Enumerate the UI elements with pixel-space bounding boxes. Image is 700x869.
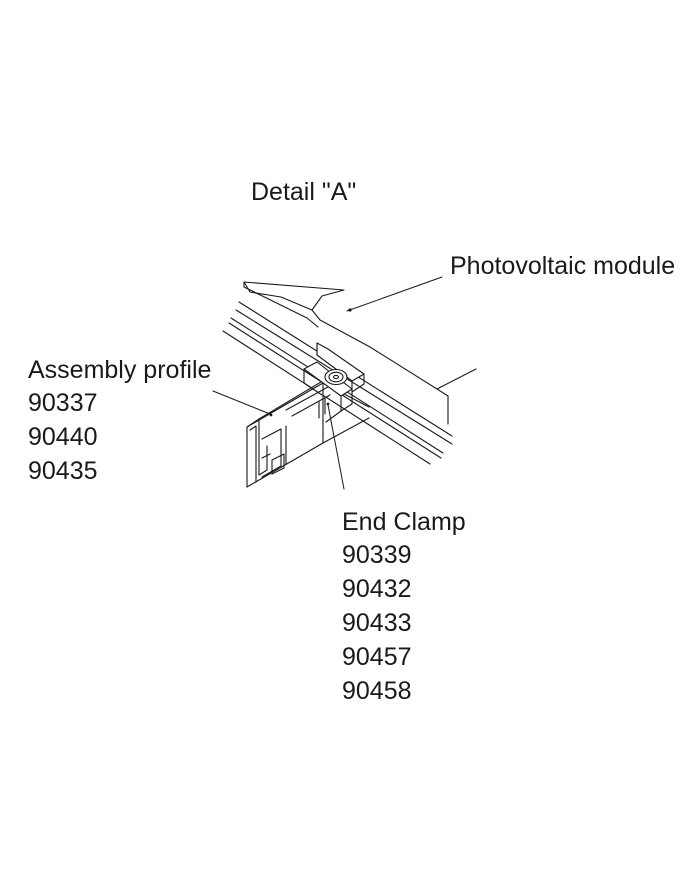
assembly-profile-codes: 90337 90440 90435 [28,386,98,488]
assembly-profile-leader [212,390,271,415]
end-clamp-code: 90433 [342,609,412,637]
end-clamp-codes: 90339 90432 90433 90457 90458 [342,538,412,708]
end-clamp-code: 90339 [342,541,412,569]
assembly-profile-rail [246,375,370,488]
assembly-profile-label: Assembly profile [28,356,212,384]
leader-dots [269,308,352,417]
leader-lines [212,276,443,490]
photovoltaic-module-leader [346,276,443,312]
detail-title: Detail "A" [251,178,357,206]
end-clamp-code: 90457 [342,643,412,671]
end-clamp-code: 90458 [342,677,412,705]
end-clamp-code: 90432 [342,575,412,603]
assembly-profile-code: 90440 [28,423,98,451]
assembly-profile-code: 90337 [28,389,98,417]
end-clamp-label: End Clamp [342,508,466,536]
photovoltaic-module-label: Photovoltaic module [450,252,676,280]
photovoltaic-module-panel [243,281,477,425]
clamp-bolt [324,368,348,386]
end-clamp-leader [327,404,345,490]
assembly-profile-code: 90435 [28,457,98,485]
